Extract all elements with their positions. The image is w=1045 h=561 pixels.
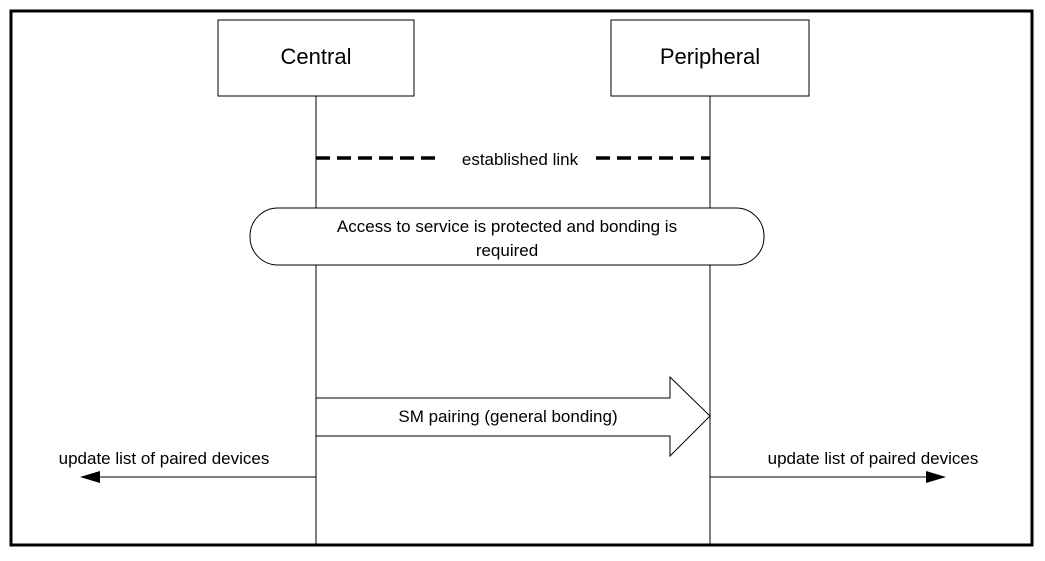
sm-pairing-arrow xyxy=(315,375,711,458)
peripheral-box xyxy=(610,19,810,97)
diagram-border xyxy=(9,9,1034,547)
bonding-required-note xyxy=(249,207,765,266)
established-link-label-bg xyxy=(442,146,594,170)
update-right-label: update list of paired devices xyxy=(768,449,979,468)
central-box xyxy=(217,19,415,97)
sm-pairing-label: SM pairing (general bonding) xyxy=(398,407,617,426)
update-right-arrowhead xyxy=(926,471,946,483)
bonding-note-line1: Access to service is protected and bondi… xyxy=(337,217,677,236)
central-label: Central xyxy=(281,44,352,69)
established-link-label: established link xyxy=(462,150,579,169)
update-left-arrowhead xyxy=(80,471,100,483)
update-left-label: update list of paired devices xyxy=(59,449,270,468)
peripheral-label: Peripheral xyxy=(660,44,760,69)
bonding-note-line2: required xyxy=(476,241,538,260)
